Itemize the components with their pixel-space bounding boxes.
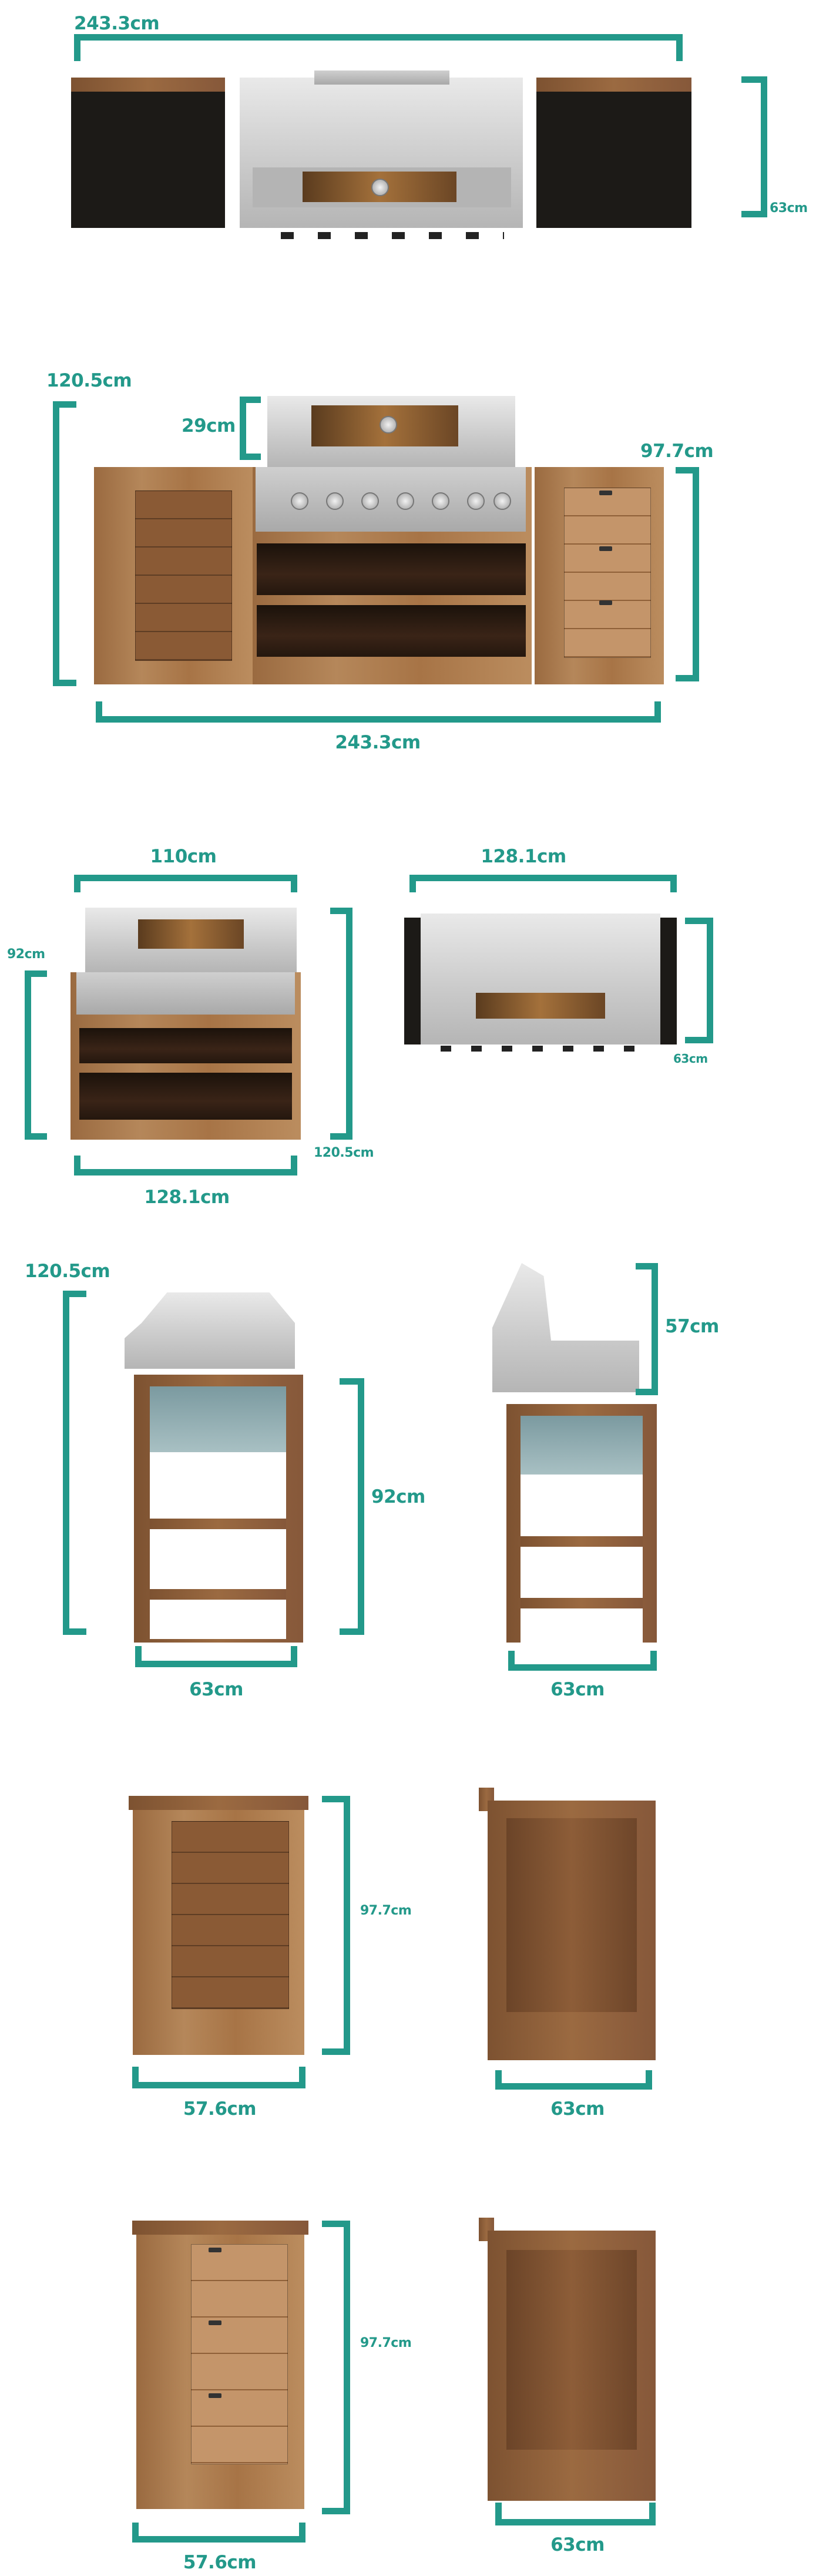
drawer-handle-icon <box>209 2248 221 2252</box>
grill-top-view <box>421 913 660 1044</box>
control-knob-icon <box>361 492 379 510</box>
height-bracket <box>322 1796 350 2055</box>
cabinet-height-bracket <box>676 467 699 681</box>
lower-rail <box>521 1598 643 1608</box>
hood-height-bracket <box>240 397 261 460</box>
lower-shelf <box>257 605 526 657</box>
middle-rail <box>521 1536 643 1547</box>
grill-width-bracket <box>74 875 297 892</box>
lower-rail <box>150 1589 286 1600</box>
total-height-label: 120.5cm <box>46 370 132 391</box>
depth-bracket <box>508 1651 657 1671</box>
depth-bracket <box>495 2070 652 2090</box>
drawer-handle-icon <box>599 491 612 495</box>
drawer-handle-icon <box>599 546 612 551</box>
drawer-handle-icon <box>209 2393 221 2398</box>
frame-width-bracket <box>74 1156 297 1176</box>
drawer-fronts <box>564 488 651 658</box>
control-knob-icon <box>291 492 308 510</box>
drawer-handle-icon <box>599 600 612 605</box>
width-label: 243.3cm <box>335 732 421 753</box>
middle-rail <box>150 1519 286 1529</box>
control-knob-icon <box>397 492 414 510</box>
grill-height-bracket <box>25 970 47 1140</box>
grill-hood-open <box>492 1263 639 1392</box>
top-depth-label: 63cm <box>673 1052 708 1066</box>
cabinet-door <box>172 1821 289 2009</box>
total-height-bracket <box>330 908 352 1140</box>
width-label: 57.6cm <box>183 2552 257 2573</box>
cabinet-height-bracket <box>340 1378 364 1635</box>
width-bracket <box>74 34 683 61</box>
control-knob-icon <box>326 492 344 510</box>
grill-knobs <box>281 232 504 239</box>
side-panel <box>506 1818 637 2012</box>
width-bracket <box>132 2067 305 2088</box>
depth-label: 63cm <box>189 1679 243 1700</box>
cabinet-height-label: 97.7cm <box>640 441 714 462</box>
right-side-panel <box>660 918 677 1044</box>
height-label: 97.7cm <box>360 2336 412 2350</box>
hood-height-label: 29cm <box>182 415 236 436</box>
thermometer-icon <box>380 416 397 434</box>
grill-knobs <box>441 1046 640 1052</box>
top-width-label: 128.1cm <box>481 846 566 867</box>
drawer-fronts <box>191 2244 288 2464</box>
depth-label: 63cm <box>550 1679 605 1700</box>
side-panel <box>506 2250 637 2450</box>
depth-bracket <box>741 76 767 217</box>
side-panel <box>521 1416 643 1475</box>
cabinet-door <box>135 491 232 661</box>
drawer-handle-icon <box>209 2320 221 2325</box>
thermometer-icon <box>371 179 389 196</box>
lower-shelf <box>79 1073 292 1120</box>
depth-bracket <box>495 2503 656 2525</box>
width-bracket <box>96 701 661 723</box>
hood-height-bracket <box>636 1263 658 1395</box>
hood-height-label: 57cm <box>665 1316 719 1337</box>
side-panel <box>150 1386 286 1452</box>
cabinet-height-label: 92cm <box>371 1486 425 1507</box>
grill-window <box>138 919 244 949</box>
grill-width-label: 110cm <box>150 846 217 867</box>
control-knob-icon <box>493 492 511 510</box>
top-depth-bracket <box>685 918 713 1043</box>
left-side-panel <box>404 918 421 1044</box>
left-cabinet-top-view <box>71 92 225 228</box>
cabinet-top <box>132 2221 308 2235</box>
right-cabinet-top-view <box>536 92 691 228</box>
control-panel <box>76 972 295 1015</box>
grill-window <box>476 993 605 1019</box>
height-label: 97.7cm <box>360 1903 412 1918</box>
upper-shelf <box>257 543 526 595</box>
right-cabinet-top <box>536 78 691 92</box>
total-height-bracket <box>63 1291 86 1635</box>
frame-width-label: 128.1cm <box>144 1187 230 1208</box>
height-bracket <box>322 2221 350 2514</box>
top-width-bracket <box>409 875 677 892</box>
depth-label: 63cm <box>550 2098 605 2120</box>
depth-label: 63cm <box>550 2534 605 2555</box>
control-knob-icon <box>432 492 449 510</box>
width-bracket <box>132 2523 305 2543</box>
width-label: 243.3cm <box>74 13 160 34</box>
total-height-bracket <box>53 401 76 686</box>
width-label: 57.6cm <box>183 2098 257 2120</box>
upper-shelf <box>79 1028 292 1063</box>
left-cabinet-top <box>71 78 225 92</box>
control-knob-icon <box>467 492 485 510</box>
grill-height-label: 92cm <box>7 947 45 962</box>
total-height-label: 120.5cm <box>314 1146 374 1160</box>
grill-hood-side <box>125 1292 295 1369</box>
cabinet-top <box>129 1796 308 1810</box>
depth-bracket <box>135 1646 297 1667</box>
depth-label: 63cm <box>770 201 808 216</box>
total-height-label: 120.5cm <box>25 1261 110 1282</box>
grill-handle <box>314 70 449 85</box>
